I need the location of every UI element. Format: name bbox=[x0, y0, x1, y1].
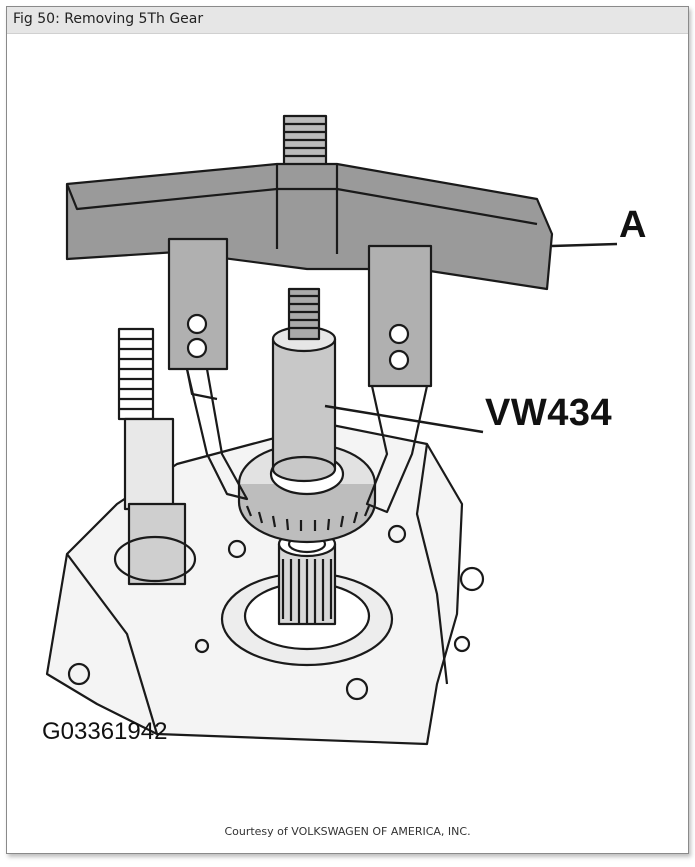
puller-leg-right bbox=[365, 244, 433, 514]
output-shaft bbox=[220, 530, 394, 667]
bolt-hole bbox=[453, 635, 471, 653]
bolt-hole bbox=[387, 524, 407, 544]
bolt-hole bbox=[67, 662, 91, 686]
callout-label-a: A bbox=[619, 204, 647, 246]
vw434-adapter bbox=[271, 287, 337, 483]
bolt-hole bbox=[227, 539, 247, 559]
puller-leg-left bbox=[167, 237, 249, 501]
left-shaft bbox=[113, 327, 197, 586]
bolt-hole bbox=[459, 566, 485, 592]
figure-id: G03361942 bbox=[42, 718, 168, 745]
bolt-hole bbox=[345, 677, 369, 701]
figure-window: Fig 50: Removing 5Th Gear bbox=[6, 6, 689, 854]
leader-line-a bbox=[551, 242, 618, 248]
title-bar: Fig 50: Removing 5Th Gear bbox=[7, 7, 688, 34]
callout-label-vw434: VW434 bbox=[485, 392, 613, 434]
puller-crossbar-a bbox=[65, 114, 554, 291]
gear-puller-illustration bbox=[45, 114, 618, 746]
leader-line-vw434 bbox=[324, 404, 484, 434]
credit-line: Courtesy of VOLKSWAGEN OF AMERICA, INC. bbox=[224, 825, 471, 838]
figure-title: Fig 50: Removing 5Th Gear bbox=[13, 11, 204, 27]
